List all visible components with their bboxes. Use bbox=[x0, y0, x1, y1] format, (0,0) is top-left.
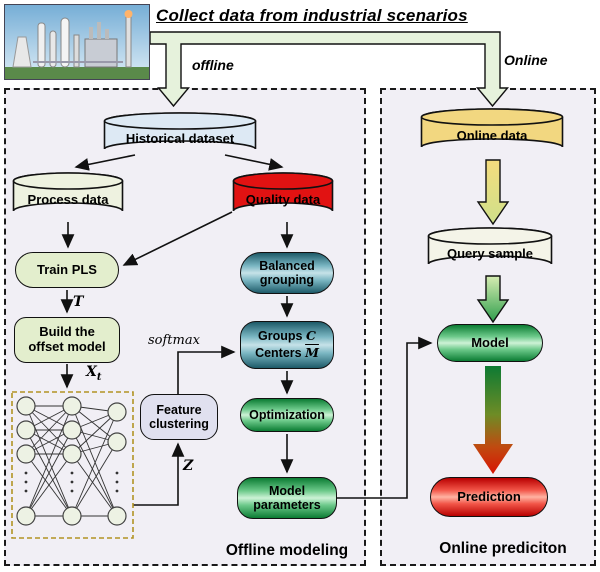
build-offset-model-label: Build the offset model bbox=[28, 324, 106, 354]
softmax-label: softmax bbox=[148, 333, 200, 348]
model-parameters-label: Model parameters bbox=[253, 484, 321, 512]
plant-illustration bbox=[5, 5, 149, 79]
cylinder-shape bbox=[12, 172, 124, 212]
train-pls-node: Train PLS bbox=[15, 252, 119, 288]
groups-symbol: C bbox=[305, 328, 316, 344]
collect-data-branch-arrow bbox=[149, 31, 509, 108]
process-data-label: Process data bbox=[27, 192, 109, 207]
train-pls-label: Train PLS bbox=[37, 261, 97, 277]
nn-edges bbox=[25, 405, 118, 517]
latent-z-label: Z bbox=[183, 458, 194, 474]
process-data-node: Process data bbox=[12, 172, 124, 220]
historical-dataset-node: Historical dataset bbox=[103, 112, 257, 158]
balanced-grouping-node: Balanced grouping bbox=[240, 252, 334, 294]
quality-data-label: Quality data bbox=[245, 192, 321, 207]
offset-feature-label: Xt bbox=[86, 364, 102, 383]
build-offset-model-node: Build the offset model bbox=[14, 317, 120, 363]
cylinder-shape bbox=[232, 172, 334, 212]
model-label: Model bbox=[471, 334, 509, 350]
cylinder-shape bbox=[103, 112, 257, 150]
nn-ellipsis-dots bbox=[24, 471, 119, 493]
model-parameters-node: Model parameters bbox=[237, 477, 337, 519]
online-block-arrows bbox=[473, 159, 513, 474]
feature-clustering-label: Feature clustering bbox=[149, 403, 209, 431]
neural-network-dashed-frame bbox=[11, 391, 134, 539]
offline-branch-label: offline bbox=[192, 57, 234, 73]
historical-dataset-label: Historical dataset bbox=[125, 131, 235, 146]
model-to-prediction-arrow bbox=[473, 366, 513, 474]
balanced-grouping-label: Balanced grouping bbox=[259, 259, 315, 287]
industrial-plant-photo bbox=[4, 4, 150, 80]
online-data-label: Online data bbox=[456, 128, 528, 143]
online-data-to-query-arrow bbox=[476, 159, 510, 226]
query-sample-node: Query sample bbox=[427, 227, 553, 273]
figure-title: Collect data from industrial scenarios bbox=[156, 6, 468, 25]
latent-scores-label: T bbox=[73, 294, 84, 310]
cylinder-shape bbox=[427, 227, 553, 265]
online-caption: Online prediciton bbox=[439, 540, 567, 557]
offline-caption: Offline modeling bbox=[225, 542, 349, 559]
optimization-node: Optimization bbox=[240, 398, 334, 432]
prediction-label: Prediction bbox=[457, 488, 521, 504]
groups-centers-node: Groups C Centers M bbox=[240, 321, 334, 369]
offline-flow-arrows bbox=[60, 154, 433, 506]
query-sample-label: Query sample bbox=[447, 246, 533, 261]
online-data-node: Online data bbox=[420, 108, 564, 156]
groups-text: Groups bbox=[258, 329, 303, 344]
optimization-label: Optimization bbox=[249, 408, 325, 422]
groups-centers-label: Groups C Centers M bbox=[255, 328, 319, 361]
centers-symbol: M bbox=[305, 345, 319, 360]
prediction-node: Prediction bbox=[430, 477, 548, 517]
nn-neurons bbox=[16, 396, 127, 526]
neural-network bbox=[11, 391, 134, 539]
model-node: Model bbox=[437, 324, 543, 362]
online-branch-label: Online bbox=[504, 52, 548, 68]
query-to-model-arrow bbox=[476, 275, 510, 324]
centers-text: Centers bbox=[255, 346, 302, 360]
feature-clustering-node: Feature clustering bbox=[140, 394, 218, 440]
quality-data-node: Quality data bbox=[232, 172, 334, 220]
cylinder-shape bbox=[420, 108, 564, 148]
